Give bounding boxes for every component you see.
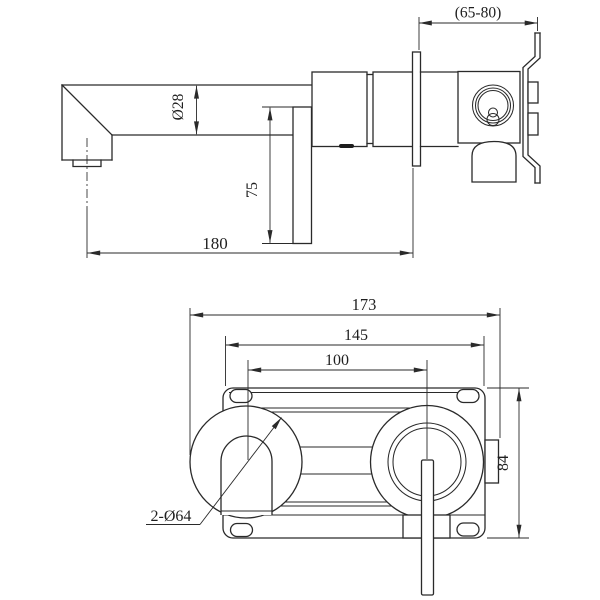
label-escutcheon-diameter-text: 2-Ø64 [151,508,192,525]
body-groove [366,73,374,145]
spout-outline [61,84,313,161]
handle-lever [292,106,313,245]
front-view: 173 145 100 84 2-Ø64 [146,295,529,596]
dim-wall-depth-label: (65-80) [455,5,502,22]
label-escutcheon-diameter: 2-Ø64 [146,417,282,525]
dim-overall-width: 173 [189,295,501,455]
cartridge-marker [339,144,354,148]
screw-slot-top-right [456,388,480,404]
bracket-tab-lower [527,112,539,136]
dim-spout-reach-label: 180 [202,234,228,253]
bracket-tab-upper [527,81,539,104]
dim-plate-height-label: 84 [495,455,512,471]
dim-handle-length: 75 [244,106,293,244]
valve-block [372,71,414,148]
dim-body-width-label: 145 [344,327,368,344]
screw-slot-bottom-right [456,522,480,537]
body-rib-lines [255,407,413,507]
side-view: (65-80) Ø28 75 180 [61,5,541,258]
dim-body-width: 145 [225,327,485,386]
dim-spout-reach: 180 [86,168,414,258]
dim-handle-length-label: 75 [244,182,261,198]
connecting-cylinder [419,71,459,148]
screw-slots [229,388,480,538]
dim-plate-height: 84 [487,387,529,539]
screw-slot-top-left [229,388,253,404]
dim-wall-depth: (65-80) [418,5,538,50]
mounting-bracket [522,32,541,184]
spout-aerator [72,159,102,168]
dim-overall-width-label: 173 [352,295,377,314]
dim-spout-diameter: Ø28 [170,85,199,135]
wall-flange [411,51,422,167]
cartridge-housing [311,71,368,148]
valve-cap-circles [471,84,515,127]
dim-spout-diameter-label: Ø28 [170,93,187,120]
handle-cutout [220,435,273,515]
dim-hole-centers-label: 100 [325,352,349,369]
side-bracket [484,439,500,484]
dim-hole-centers: 100 [247,352,428,460]
outlet-port [471,140,517,183]
spout-pipe [420,459,435,596]
screw-slot-bottom-left [229,522,254,538]
set-screw-icon [486,107,500,127]
valve-body [457,70,521,144]
